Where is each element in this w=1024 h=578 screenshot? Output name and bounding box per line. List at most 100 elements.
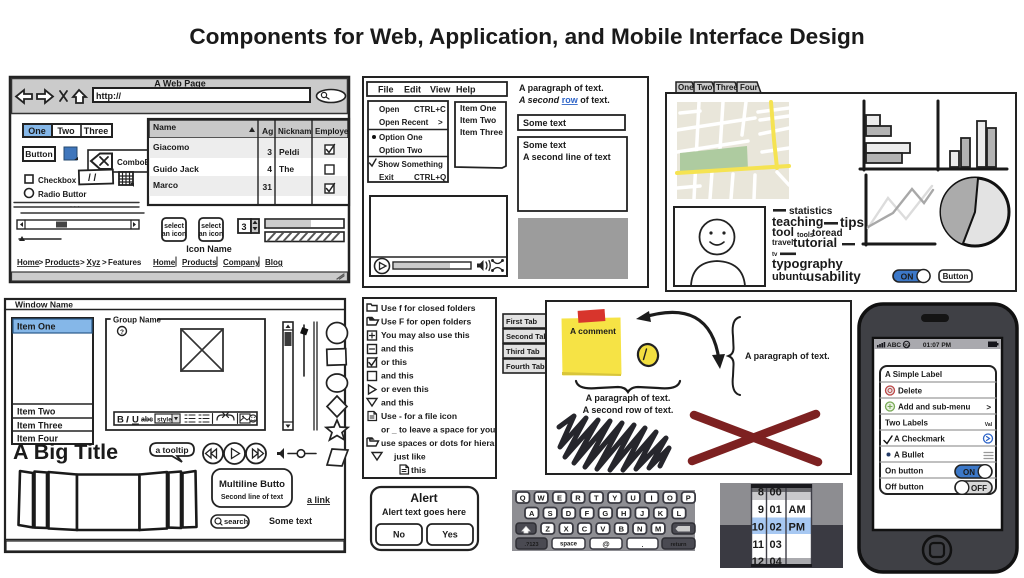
svg-text:F: F — [585, 509, 590, 518]
svg-text:Three: Three — [716, 83, 738, 92]
svg-text:tips: tips — [840, 215, 864, 230]
svg-text:and this: and this — [381, 371, 414, 381]
svg-text:I: I — [650, 494, 652, 503]
svg-text:or this: or this — [381, 357, 407, 367]
svg-text:Some text: Some text — [269, 516, 312, 526]
svg-text:and this: and this — [381, 344, 414, 354]
svg-text:Group Name: Group Name — [113, 316, 162, 325]
svg-text:Ag: Ag — [262, 126, 273, 136]
svg-text:A paragraph of text.: A paragraph of text. — [586, 393, 671, 403]
svg-text:3: 3 — [241, 222, 246, 232]
svg-text:One: One — [28, 126, 46, 136]
svg-text:B: B — [619, 525, 625, 534]
svg-text:Peldi: Peldi — [279, 147, 299, 157]
svg-text:Second line of text: Second line of text — [221, 494, 284, 501]
svg-text:U: U — [630, 494, 635, 503]
svg-text:and this: and this — [381, 398, 414, 408]
svg-text:A Bullet: A Bullet — [894, 451, 924, 460]
svg-text:Item One: Item One — [17, 322, 56, 332]
svg-text:Marco: Marco — [153, 180, 178, 190]
svg-text:The: The — [279, 164, 294, 174]
svg-text:Products: Products — [182, 258, 217, 267]
svg-text:Alert text goes here: Alert text goes here — [382, 507, 466, 517]
svg-text:statistics: statistics — [789, 206, 833, 217]
svg-text:Some text: Some text — [523, 118, 566, 128]
svg-text:a link: a link — [307, 495, 331, 505]
svg-text:File: File — [378, 85, 394, 95]
svg-text:Blog: Blog — [265, 258, 283, 267]
svg-text:T: T — [594, 494, 599, 503]
svg-text:Add and sub-menu: Add and sub-menu — [898, 403, 971, 412]
svg-text:ubuntu: ubuntu — [772, 271, 809, 283]
svg-text:ComboBo: ComboBo — [117, 158, 155, 167]
svg-text:Button: Button — [943, 272, 969, 281]
svg-text:Home: Home — [17, 258, 40, 267]
svg-text:Show Something: Show Something — [378, 160, 443, 169]
svg-text:AM: AM — [789, 504, 806, 516]
svg-text:Z: Z — [545, 525, 550, 534]
svg-text:http://: http:// — [96, 91, 121, 101]
svg-text:Four: Four — [740, 83, 758, 92]
svg-text:One: One — [678, 83, 694, 92]
svg-text:Features: Features — [108, 258, 142, 267]
svg-text:ON: ON — [963, 468, 975, 477]
svg-text:tool: tool — [772, 225, 794, 239]
svg-text:Company: Company — [223, 258, 260, 267]
svg-text:@: @ — [602, 540, 609, 549]
svg-text:Some text: Some text — [523, 140, 566, 150]
svg-text:Item Three: Item Three — [460, 127, 503, 137]
svg-text:CTRL+Q: CTRL+Q — [414, 173, 446, 182]
svg-text:>: > — [39, 258, 44, 267]
svg-text:Multiline Butto: Multiline Butto — [219, 479, 285, 490]
svg-text:02: 02 — [770, 522, 782, 534]
svg-text:You may also use this: You may also use this — [381, 330, 470, 340]
svg-text:Two: Two — [57, 126, 75, 136]
svg-text:3G: 3G — [903, 343, 910, 348]
svg-text:Item Four: Item Four — [17, 434, 58, 444]
svg-text:4: 4 — [267, 164, 272, 174]
svg-text:>: > — [986, 403, 991, 412]
svg-text:A comment: A comment — [570, 326, 616, 336]
svg-text:A Web Page: A Web Page — [154, 79, 206, 89]
svg-text:Window Name: Window Name — [15, 300, 73, 310]
svg-text:Nicknam: Nicknam — [278, 127, 311, 136]
svg-text:Xyz: Xyz — [87, 258, 101, 267]
svg-text:Three: Three — [84, 126, 109, 136]
svg-text:N: N — [637, 525, 642, 534]
svg-text:use spaces or dots for hierarc: use spaces or dots for hierarchy — [381, 438, 513, 448]
svg-text:B: B — [117, 415, 124, 426]
svg-text:A Checkmark: A Checkmark — [894, 435, 945, 444]
svg-text:.?123: .?123 — [524, 542, 538, 548]
svg-text:A Big Title: A Big Title — [13, 440, 118, 464]
svg-text:tv: tv — [772, 252, 778, 258]
svg-text:Home: Home — [153, 258, 176, 267]
svg-text:ABC: ABC — [887, 342, 901, 349]
svg-text:Guido Jack: Guido Jack — [153, 164, 199, 174]
svg-text:Item Two: Item Two — [17, 407, 56, 417]
svg-text:00: 00 — [770, 487, 782, 499]
svg-text:Edit: Edit — [404, 85, 421, 95]
svg-text:Second Tab: Second Tab — [506, 332, 548, 341]
svg-text:PM: PM — [789, 522, 806, 534]
svg-text:Third Tab: Third Tab — [506, 347, 540, 356]
svg-text:Open Recent: Open Recent — [379, 118, 429, 127]
svg-text:Val: Val — [985, 422, 993, 428]
svg-text:S: S — [548, 509, 553, 518]
svg-text:tools: tools — [797, 232, 814, 239]
svg-text:First Tab: First Tab — [506, 317, 538, 326]
svg-text:01: 01 — [770, 504, 782, 516]
svg-text:Name: Name — [153, 122, 176, 132]
svg-text:just like: just like — [393, 452, 426, 462]
svg-text:H: H — [621, 509, 626, 518]
svg-text:abc: abc — [141, 417, 153, 424]
svg-text:No: No — [393, 530, 405, 540]
svg-text:Use F for open folders: Use F for open folders — [381, 317, 471, 327]
svg-text:C: C — [582, 525, 588, 534]
svg-text:9: 9 — [758, 504, 764, 516]
svg-text:P: P — [686, 494, 691, 503]
svg-text:return: return — [671, 542, 688, 548]
svg-text:/ /: / / — [88, 173, 97, 184]
svg-text:K: K — [658, 509, 664, 518]
svg-text:X: X — [564, 525, 569, 534]
svg-text:E: E — [557, 494, 562, 503]
